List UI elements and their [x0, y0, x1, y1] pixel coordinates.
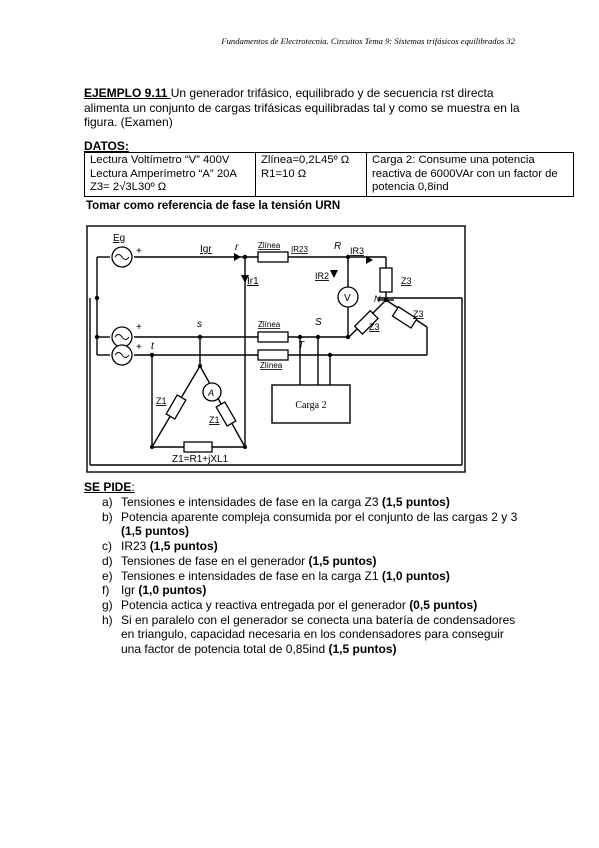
label-zlinea-r: Zlínea	[258, 241, 281, 250]
voltmeter	[337, 286, 359, 308]
zlinea-s-resistor	[257, 331, 289, 343]
node-T: T	[298, 340, 305, 351]
label-z3-s: Z3	[369, 322, 380, 332]
zlinea-t-resistor	[257, 349, 289, 361]
datos-r1: R1=10 Ω	[261, 167, 307, 180]
label-z3-r: Z3	[401, 276, 412, 286]
datos-z3: Z3= 2√3L30º Ω	[90, 181, 167, 193]
pide-title: SE PIDE:	[84, 480, 135, 494]
z1-left-resistor	[165, 394, 187, 420]
list-item: g)Potencia actica y reactiva entregada p…	[102, 597, 478, 612]
phase-reference: Tomar como referencia de fase la tensión…	[86, 200, 341, 212]
carga2-box	[271, 384, 351, 424]
z3-t-resistor	[391, 305, 418, 329]
z1-formula: Z1=R1+jXL1	[172, 454, 229, 465]
plus-s: +	[136, 322, 142, 333]
z3-r-resistor	[379, 267, 393, 293]
node-S: S	[315, 317, 322, 328]
figure-frame	[86, 225, 466, 473]
list-item: a)Tensiones e intensidades de fase en la…	[102, 495, 450, 509]
label-ir2: IR2	[315, 271, 329, 281]
list-item: c)IR23 (1,5 puntos)	[102, 539, 218, 554]
node-t: t	[151, 341, 155, 352]
datos-carga2: Carga 2: Consume una potencia reactiva d…	[372, 154, 558, 193]
z1-right-resistor	[215, 401, 237, 427]
list-item: d)Tensiones de fase en el generador (1,5…	[102, 553, 377, 568]
node-N: N	[374, 294, 381, 304]
list-item: h)Si en paralelo con el generador se con…	[102, 612, 516, 657]
label-z1-left: Z1	[156, 396, 167, 406]
sine-icon	[114, 254, 130, 260]
list-item: b)Potencia aparente compleja consumida p…	[102, 509, 518, 539]
datos-voltmeter: Lectura Voltímetro “V” 400V	[90, 154, 230, 166]
sine-icon	[114, 334, 130, 340]
label-ir23: IR23	[291, 245, 308, 254]
node-r: r	[235, 242, 239, 253]
datos-zlinea: Zlínea=0,2L45º Ω	[261, 154, 350, 166]
label-z3-t: Z3	[413, 309, 424, 319]
example-statement: EJEMPLO 9.11 Un generador trifásico, equ…	[84, 86, 524, 130]
label-eg: Eg	[113, 233, 125, 244]
datos-col3: Carga 2: Consume una potencia reactiva d…	[366, 152, 574, 197]
node-R: R	[334, 241, 341, 252]
label-igr: Igr	[200, 244, 212, 255]
carga2-label: Carga 2	[295, 400, 326, 411]
label-z1-right: Z1	[209, 415, 220, 425]
list-item: e)Tensiones e intensidades de fase en la…	[102, 568, 450, 583]
zlinea-r-resistor	[257, 251, 289, 263]
plus-r: +	[136, 246, 142, 257]
pide-list: a)Tensiones e intensidades de fase en la…	[84, 495, 524, 657]
label-zlinea-t: Zlínea	[260, 361, 283, 370]
datos-col1: Lectura Voltímetro “V” 400V Lectura Ampe…	[84, 152, 256, 197]
datos-ammeter: Lectura Amperímetro “A” 20A	[90, 167, 237, 180]
list-item: f)Igr (1,0 puntos)	[102, 583, 207, 598]
sine-icon	[114, 352, 130, 358]
example-text: Un generador trifásico, equilibrado y de…	[84, 86, 520, 129]
ammeter-label: A	[207, 388, 214, 398]
node-s: s	[197, 319, 202, 330]
z3-s-resistor	[353, 309, 379, 335]
running-header: Fundamentos de Electrotecnia. Circuitos …	[221, 36, 515, 46]
ammeter	[202, 382, 222, 402]
datos-col2: Zlínea=0,2L45º Ω R1=10 Ω	[255, 152, 367, 197]
label-zlinea-s: Zlínea	[258, 320, 281, 329]
datos-table: Lectura Voltímetro “V” 400V Lectura Ampe…	[84, 152, 574, 197]
label-ir1: Ir1	[247, 276, 259, 287]
label-ir3: IR3	[350, 246, 364, 256]
example-label: EJEMPLO 9.11	[84, 86, 171, 100]
datos-title: DATOS:	[84, 139, 129, 153]
plus-t: +	[136, 342, 142, 353]
z1-bottom-resistor	[183, 441, 213, 453]
voltmeter-label: V	[344, 293, 351, 304]
